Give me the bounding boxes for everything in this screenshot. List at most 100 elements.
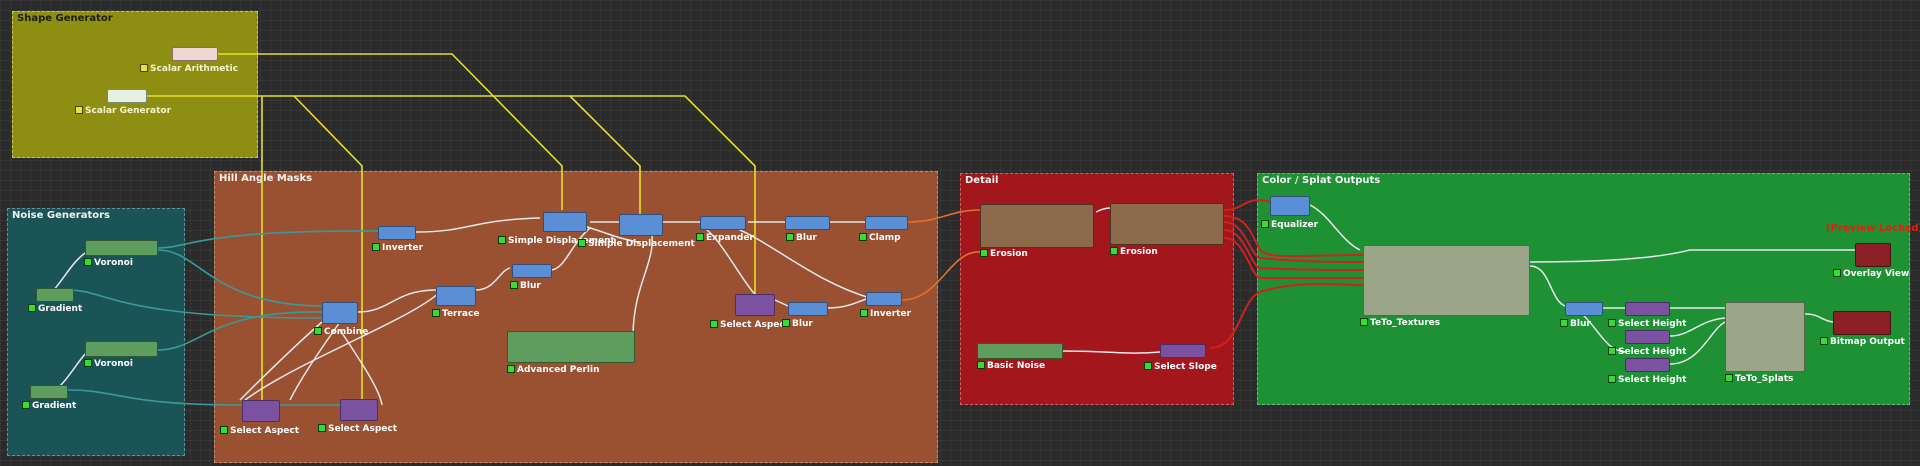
- port-square-icon[interactable]: [1360, 318, 1368, 326]
- node-label: TeTo_Textures: [1370, 318, 1441, 328]
- port-square-icon[interactable]: [1608, 319, 1616, 327]
- port-square-icon[interactable]: [1820, 337, 1828, 345]
- node-label: TeTo_Splats: [1735, 374, 1794, 384]
- node-terrace[interactable]: [436, 286, 476, 306]
- node-select-height-2[interactable]: [1625, 330, 1670, 344]
- label-terrace: Terrace: [432, 309, 479, 319]
- port-square-icon[interactable]: [432, 309, 440, 317]
- node-blur-3[interactable]: [788, 302, 828, 316]
- port-square-icon[interactable]: [786, 233, 794, 241]
- port-square-icon[interactable]: [498, 236, 506, 244]
- port-square-icon[interactable]: [782, 319, 790, 327]
- port-square-icon[interactable]: [859, 233, 867, 241]
- port-square-icon[interactable]: [860, 309, 868, 317]
- label-scalar-arithmetic: Scalar Arithmetic: [140, 64, 238, 74]
- node-gradient-1[interactable]: [36, 288, 74, 302]
- port-square-icon[interactable]: [28, 304, 36, 312]
- node-select-slope[interactable]: [1160, 344, 1206, 358]
- node-select-aspect-2[interactable]: [340, 399, 378, 421]
- node-voronoi-2[interactable]: [85, 341, 158, 357]
- node-label: Inverter: [870, 309, 912, 319]
- port-square-icon[interactable]: [1608, 347, 1616, 355]
- port-square-icon[interactable]: [510, 281, 518, 289]
- port-square-icon[interactable]: [220, 426, 228, 434]
- node-label: Simple Displacement: [508, 236, 615, 246]
- node-select-aspect-1[interactable]: [242, 400, 280, 422]
- node-label: Select Aspect: [230, 426, 300, 436]
- label-teto-textures: TeTo_Textures: [1360, 318, 1440, 328]
- port-square-icon[interactable]: [1560, 319, 1568, 327]
- label-select-height-3: Select Height: [1608, 375, 1686, 385]
- label-select-height-1: Select Height: [1608, 319, 1686, 329]
- node-scalar-generator[interactable]: [107, 89, 147, 103]
- node-label: Select Slope: [1154, 362, 1217, 372]
- port-square-icon[interactable]: [1261, 220, 1269, 228]
- port-square-icon[interactable]: [314, 327, 322, 335]
- label-teto-splats: TeTo_Splats: [1725, 374, 1793, 384]
- port-square-icon[interactable]: [22, 401, 30, 409]
- label-erosion-1: Erosion: [980, 249, 1028, 259]
- port-square-icon[interactable]: [1833, 269, 1841, 277]
- node-equalizer[interactable]: [1270, 196, 1310, 216]
- node-scalar-arithmetic[interactable]: [172, 47, 218, 61]
- node-erosion-1[interactable]: [980, 204, 1094, 248]
- node-label: Erosion: [1120, 247, 1158, 257]
- node-combine[interactable]: [322, 302, 358, 324]
- label-advanced-perlin: Advanced Perlin: [507, 365, 600, 375]
- port-square-icon[interactable]: [372, 243, 380, 251]
- node-expander[interactable]: [700, 216, 746, 230]
- node-blur-4[interactable]: [1565, 302, 1603, 316]
- node-overlay-view[interactable]: [1855, 243, 1891, 267]
- label-select-aspect-1: Select Aspect: [220, 426, 299, 436]
- node-voronoi-1[interactable]: [85, 240, 158, 256]
- port-square-icon[interactable]: [84, 359, 92, 367]
- node-advanced-perlin[interactable]: [507, 331, 635, 363]
- node-select-height-1[interactable]: [1625, 302, 1670, 316]
- group-shape-generator[interactable]: Shape Generator: [12, 11, 258, 158]
- node-select-height-3[interactable]: [1625, 358, 1670, 372]
- node-simple-displacement-1[interactable]: [543, 212, 587, 232]
- group-title: Noise Generators: [12, 210, 110, 221]
- label-basic-noise: Basic Noise: [977, 361, 1045, 371]
- label-blur-1: Blur: [510, 281, 541, 291]
- port-square-icon[interactable]: [75, 106, 83, 114]
- label-voronoi-1: Voronoi: [84, 258, 133, 268]
- port-square-icon[interactable]: [140, 64, 148, 72]
- port-square-icon[interactable]: [318, 424, 326, 432]
- node-erosion-2[interactable]: [1110, 203, 1224, 245]
- port-square-icon[interactable]: [84, 258, 92, 266]
- node-bitmap-output[interactable]: [1833, 311, 1891, 335]
- port-square-icon[interactable]: [1725, 374, 1733, 382]
- group-color-splat-outputs[interactable]: Color / Splat Outputs: [1257, 173, 1910, 405]
- port-square-icon[interactable]: [980, 249, 988, 257]
- label-select-aspect-3: Select Aspect: [710, 320, 789, 330]
- port-square-icon[interactable]: [977, 361, 985, 369]
- node-label: Advanced Perlin: [517, 365, 600, 375]
- port-square-icon[interactable]: [578, 239, 586, 247]
- node-simple-displacement-2[interactable]: [619, 214, 663, 236]
- port-square-icon[interactable]: [1110, 247, 1118, 255]
- node-select-aspect-3[interactable]: [735, 294, 775, 316]
- port-square-icon[interactable]: [710, 320, 718, 328]
- port-square-icon[interactable]: [1144, 362, 1152, 370]
- node-teto-splats[interactable]: [1725, 302, 1805, 372]
- label-clamp: Clamp: [859, 233, 901, 243]
- group-title: Shape Generator: [17, 13, 113, 24]
- node-label: Inverter: [382, 243, 424, 253]
- port-square-icon[interactable]: [1608, 375, 1616, 383]
- preview-locked-label: [Preview Locked]: [1826, 223, 1920, 234]
- port-square-icon[interactable]: [696, 233, 704, 241]
- node-blur-2[interactable]: [785, 216, 830, 230]
- node-inverter-1[interactable]: [378, 226, 416, 240]
- node-label: Simple Displacement: [588, 239, 695, 249]
- port-square-icon[interactable]: [507, 365, 515, 373]
- node-teto-textures[interactable]: [1363, 245, 1530, 316]
- node-clamp[interactable]: [865, 216, 908, 230]
- node-blur-1[interactable]: [512, 264, 552, 278]
- node-inverter-2[interactable]: [866, 292, 902, 306]
- node-gradient-2[interactable]: [30, 385, 68, 399]
- node-label: Select Aspect: [720, 320, 790, 330]
- node-basic-noise[interactable]: [977, 343, 1063, 359]
- label-bitmap-output: Bitmap Output: [1820, 337, 1905, 347]
- node-label: Blur: [796, 233, 817, 243]
